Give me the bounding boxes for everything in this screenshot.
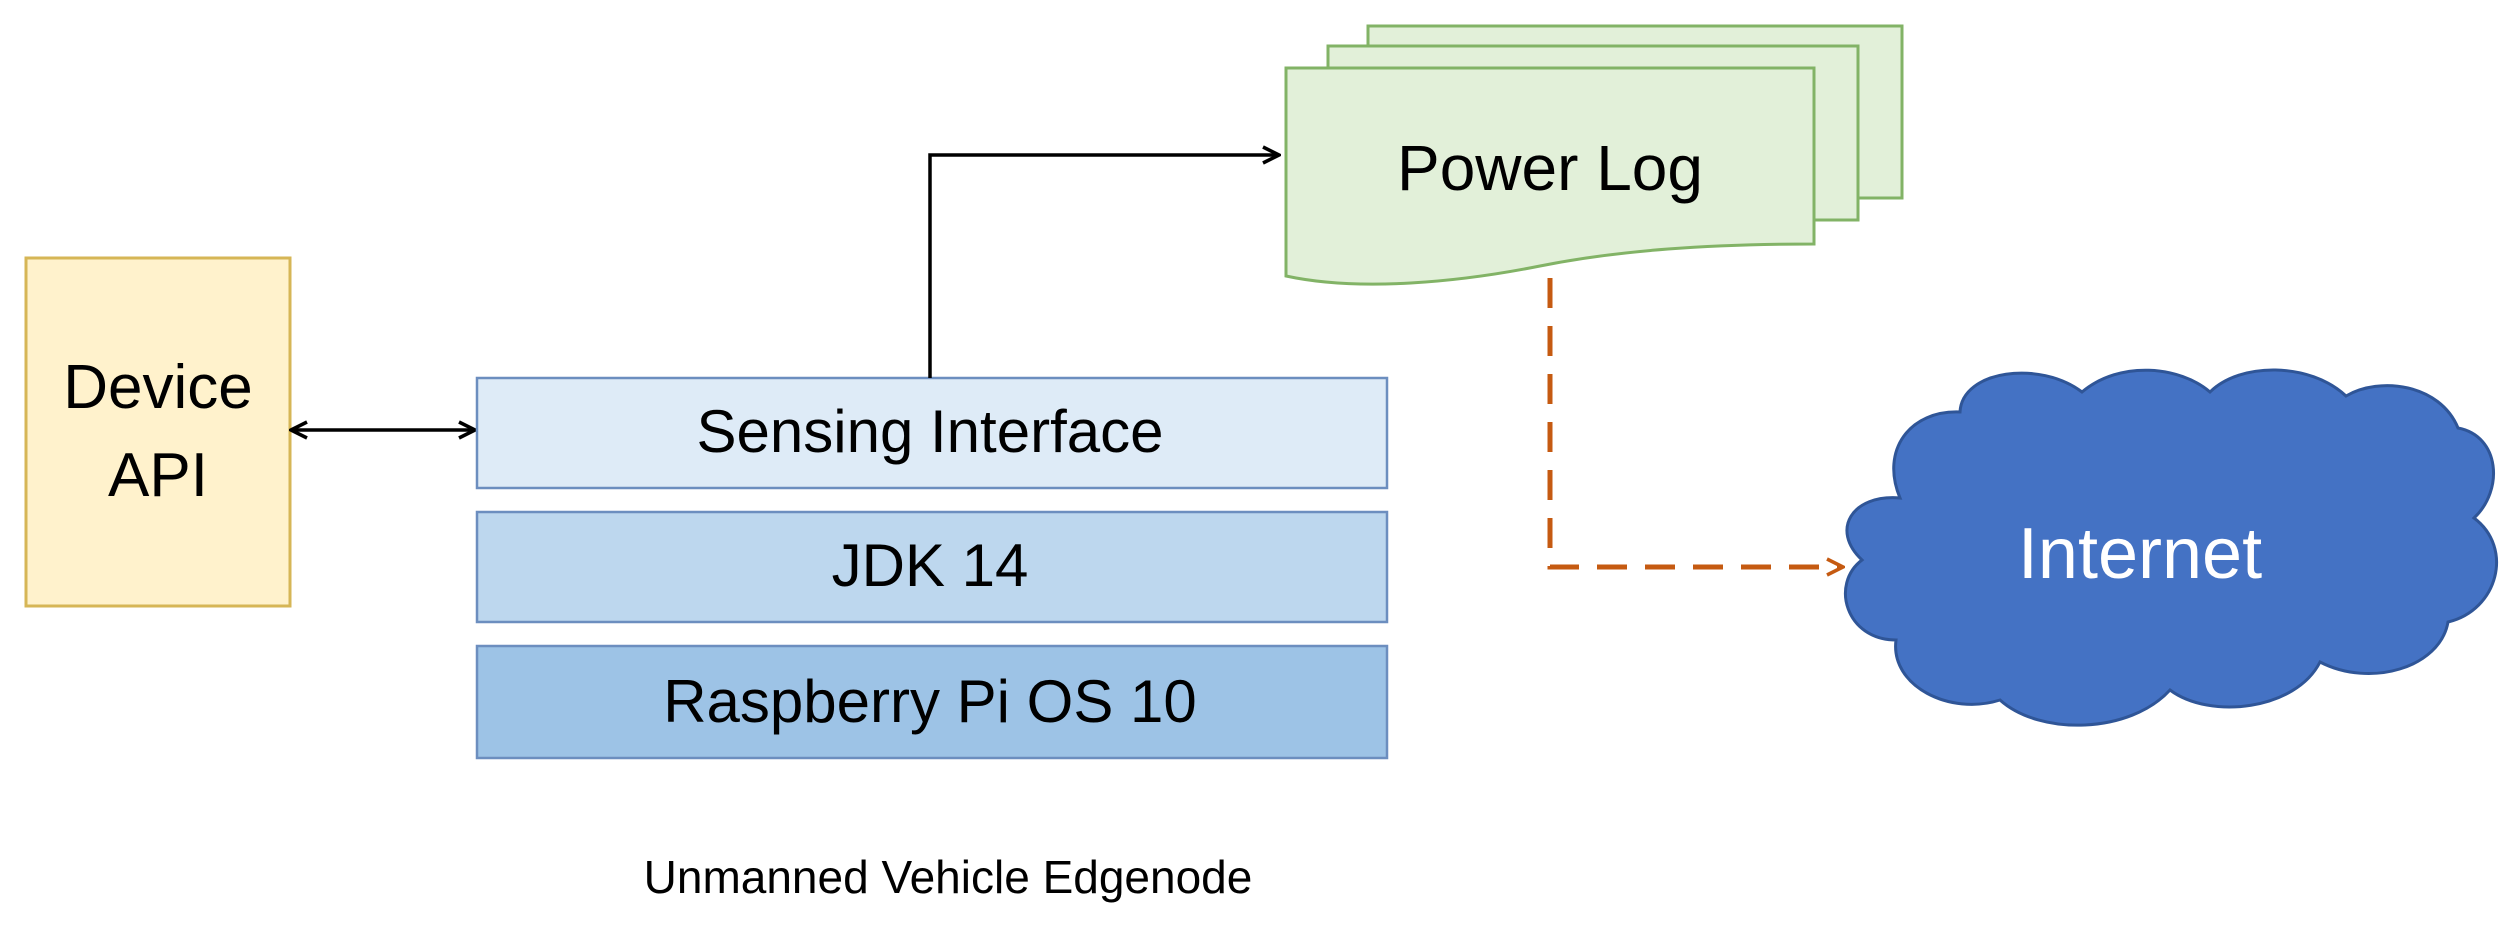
cloud-icon (1844, 368, 2499, 727)
software-stack: Sensing Interface JDK 14 Raspberry Pi OS… (475, 376, 1389, 760)
sensing-interface-box (475, 376, 1389, 490)
device-api-label-line1: Device (63, 353, 253, 422)
device-api-label-line2: API (108, 441, 208, 510)
device-api-node: Device API (24, 256, 292, 608)
power-log-doc-front (1284, 66, 1816, 286)
power-log-label: Power Log (1397, 132, 1703, 204)
power-log-node: Power Log (1284, 24, 1904, 286)
jdk-box (475, 510, 1389, 624)
internet-cloud-node: Internet (1844, 368, 2499, 727)
raspberry-os-label: Raspberry Pi OS 10 (663, 668, 1197, 735)
device-api-box (24, 256, 292, 608)
powerlog-internet-dashed-arrow (1547, 278, 1842, 567)
diagram-caption: Unmanned Vehicle Edgenode (644, 851, 1253, 903)
sensing-interface-label: Sensing Interface (697, 398, 1164, 465)
jdk-label: JDK 14 (832, 532, 1029, 599)
raspberry-os-box (475, 644, 1389, 760)
sensing-powerlog-arrow (928, 155, 1278, 378)
internet-label: Internet (2018, 514, 2262, 594)
